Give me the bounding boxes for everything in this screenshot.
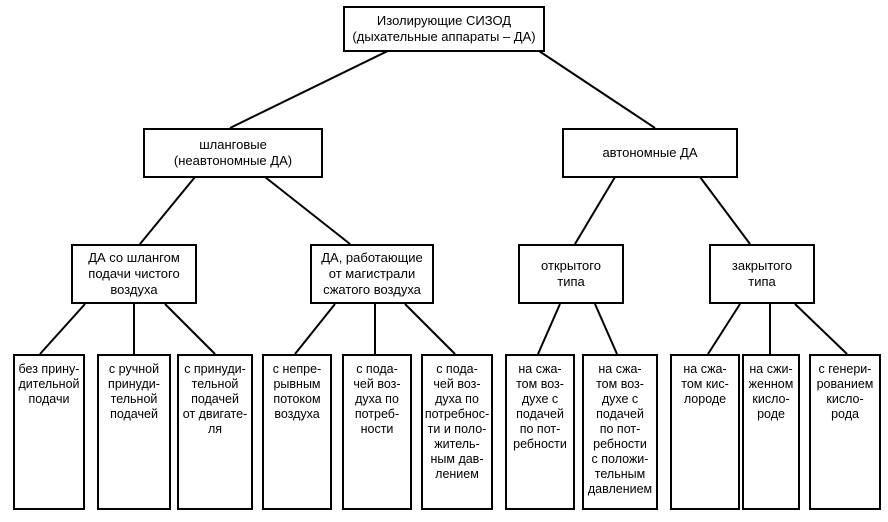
node-clean-air-hose: ДА со шлангом подачи чистого воздуха [71,244,197,304]
leaf-on-demand: с пода- чей воз- духа по потреб- ности [342,354,412,510]
leaf-engine-forced: с принуди- тельной подачей от двигате- л… [177,354,253,510]
leaf-liquid-oxygen: на сжи- женном кисло- роде [742,354,800,510]
edge-open-demand [537,303,561,355]
leaf-compressed-demand-positive: на сжа- том воз- духе с подачей по пот- … [582,354,658,510]
edge-closed-oxygen [707,303,741,355]
edge-compressed-positive [404,303,456,355]
node-clean-air-hose-label: ДА со шлангом подачи чистого воздуха [88,250,180,297]
node-closed-type-label: закрытого типа [731,258,793,289]
leaf-compressed-demand: на сжа- том воз- духе с подачей по пот- … [505,354,575,510]
node-root-label: Изолирующие СИЗОД (дыхательные аппараты … [352,13,536,44]
node-hose-label: шланговые (неавтономные ДА) [173,137,293,168]
leaf-compressed-demand-positive-label: на сжа- том воз- духе с подачей по пот- … [587,362,653,496]
edge-cleanair-noforced [39,303,86,355]
leaf-no-forced-label: без прину- дительной подачи [18,362,80,406]
edge-root-autonomous [529,44,656,129]
node-closed-type: закрытого типа [709,244,815,304]
edge-hose-compressed [264,176,351,245]
edge-compressed-continuous [294,303,336,355]
node-autonomous-label: автономные ДА [602,145,698,160]
leaf-on-demand-label: с пода- чей воз- духа по потреб- ности [353,362,401,436]
node-root: Изолирующие СИЗОД (дыхательные аппараты … [343,6,545,52]
edge-closed-generated [794,303,848,355]
leaf-liquid-oxygen-label: на сжи- женном кисло- роде [748,362,794,421]
edge-autonomous-open [574,176,616,245]
node-autonomous: автономные ДА [562,128,738,178]
leaf-demand-positive: с пода- чей воз- духа по потребнос- ти и… [421,354,493,510]
edge-cleanair-engine [164,303,216,355]
node-compressed-line: ДА, работающие от магистрали сжатого воз… [310,244,434,304]
node-hose: шланговые (неавтономные ДА) [143,128,323,178]
leaf-continuous: с непре- рывным потоком воздуха [262,354,332,510]
leaf-compressed-oxygen-label: на сжа- том кис- лороде [681,362,729,406]
edge-autonomous-closed [699,176,751,245]
node-open-type: открытого типа [518,244,624,304]
leaf-manual-forced-label: с ручной принуди- тельной подачей [108,362,160,421]
leaf-compressed-demand-label: на сжа- том воз- духе с подачей по пот- … [513,362,567,451]
node-compressed-line-label: ДА, работающие от магистрали сжатого воз… [321,250,423,297]
leaf-continuous-label: с непре- рывным потоком воздуха [272,362,322,421]
edge-root-hose [229,44,401,129]
node-open-type-label: открытого типа [541,258,601,289]
leaf-demand-positive-label: с пода- чей воз- духа по потребнос- ти и… [424,362,490,481]
leaf-no-forced: без прину- дительной подачи [13,354,85,510]
leaf-engine-forced-label: с принуди- тельной подачей от двигате- л… [182,362,248,436]
leaf-manual-forced: с ручной принуди- тельной подачей [97,354,171,510]
edge-hose-cleanair [139,176,196,245]
leaf-compressed-oxygen: на сжа- том кис- лороде [670,354,740,510]
leaf-generated-oxygen: с генери- рованием кисло- рода [809,354,881,510]
edge-open-positive [594,303,618,355]
leaf-generated-oxygen-label: с генери- рованием кисло- рода [816,362,874,421]
